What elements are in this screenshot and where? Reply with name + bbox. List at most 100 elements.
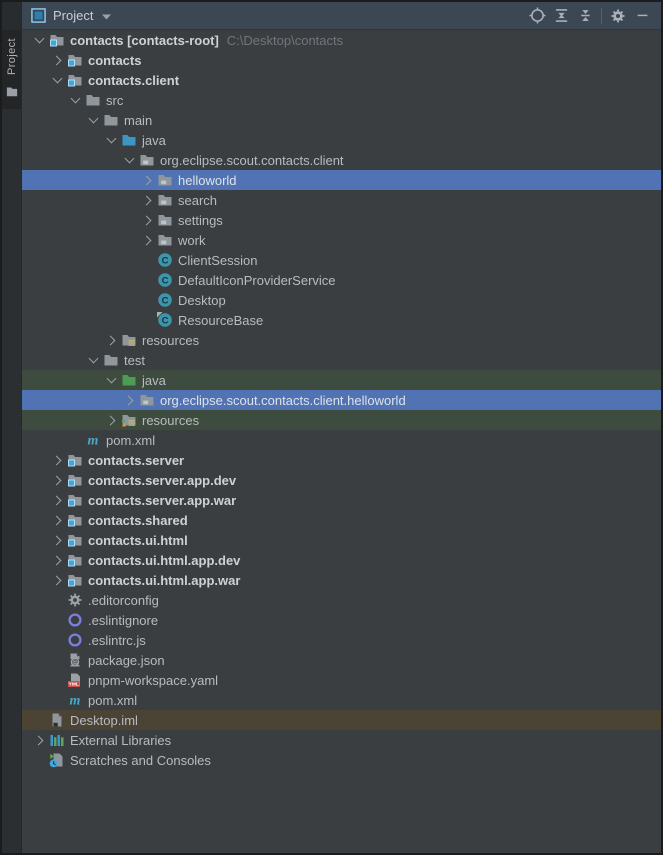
module-folder-icon <box>66 552 83 568</box>
tree-row[interactable]: contacts.client <box>22 70 661 90</box>
tree-item-label: settings <box>178 212 223 228</box>
tree-row[interactable]: {@} package.json <box>22 650 661 670</box>
tree-row[interactable]: java <box>22 370 661 390</box>
settings-gear-icon[interactable] <box>606 5 630 27</box>
tree-row[interactable]: contacts.server <box>22 450 661 470</box>
tree-row[interactable]: java <box>22 130 661 150</box>
tree-row[interactable]: resources <box>22 330 661 350</box>
chevron-down-icon[interactable] <box>102 370 120 390</box>
tree-row[interactable]: m pom.xml <box>22 690 661 710</box>
package-icon <box>138 392 155 408</box>
resources-folder-icon <box>120 332 137 348</box>
tree-row[interactable]: org.eclipse.scout.contacts.client <box>22 150 661 170</box>
tree-item-label: resources <box>142 332 200 348</box>
tree-item-label: contacts.ui.html <box>88 532 188 548</box>
chevron-right-icon[interactable] <box>48 570 66 590</box>
chevron-down-icon[interactable] <box>84 110 102 130</box>
tree-row[interactable]: Scratches and Consoles <box>22 750 661 770</box>
toolwindow-title[interactable]: Project <box>53 8 94 23</box>
module-folder-icon <box>66 532 83 548</box>
chevron-right-icon[interactable] <box>48 450 66 470</box>
tree-row[interactable]: Desktop.iml <box>22 710 661 730</box>
chevron-right-icon[interactable] <box>138 210 156 230</box>
project-tree[interactable]: contacts [contacts-root]C:\Desktop\conta… <box>22 30 661 853</box>
tree-row[interactable]: src <box>22 90 661 110</box>
tree-row[interactable]: test <box>22 350 661 370</box>
chevron-right-icon[interactable] <box>48 490 66 510</box>
package-icon <box>156 172 173 188</box>
tree-item-path: C:\Desktop\contacts <box>226 32 344 48</box>
chevron-right-icon[interactable] <box>138 190 156 210</box>
collapse-all-icon[interactable] <box>573 5 597 27</box>
tree-item-label: java <box>142 132 166 148</box>
tree-item-label: pnpm-workspace.yaml <box>88 672 219 688</box>
tree-row[interactable]: contacts.ui.html <box>22 530 661 550</box>
chevron-spacer <box>138 310 156 330</box>
tree-item-label: test <box>124 352 145 368</box>
tree-row[interactable]: contacts <box>22 50 661 70</box>
tree-row[interactable]: search <box>22 190 661 210</box>
class-icon: C <box>156 292 173 308</box>
class-marked-icon: C <box>156 312 173 328</box>
tree-item-label: java <box>142 372 166 388</box>
chevron-right-icon[interactable] <box>30 730 48 750</box>
chevron-right-icon[interactable] <box>48 50 66 70</box>
chevron-right-icon[interactable] <box>48 470 66 490</box>
hide-icon[interactable] <box>630 5 654 27</box>
tree-row[interactable]: org.eclipse.scout.contacts.client.hellow… <box>22 390 661 410</box>
svg-text:m: m <box>69 694 80 708</box>
json-file-icon: {@} <box>66 652 83 668</box>
library-icon <box>48 732 65 748</box>
expand-all-icon[interactable] <box>549 5 573 27</box>
chevron-right-icon[interactable] <box>102 330 120 350</box>
toolwindow-main: Project contacts [contacts-root]C:\Deskt… <box>22 2 661 853</box>
tree-row[interactable]: helloworld <box>22 170 661 190</box>
locate-icon[interactable] <box>525 5 549 27</box>
tree-row[interactable]: .eslintignore <box>22 610 661 630</box>
chevron-down-icon[interactable] <box>30 30 48 50</box>
tree-row[interactable]: External Libraries <box>22 730 661 750</box>
tree-row[interactable]: main <box>22 110 661 130</box>
chevron-right-icon[interactable] <box>120 390 138 410</box>
dropdown-caret-icon[interactable] <box>102 14 112 20</box>
tree-row[interactable]: settings <box>22 210 661 230</box>
chevron-down-icon[interactable] <box>102 130 120 150</box>
tree-item-label: contacts.client <box>88 72 180 88</box>
chevron-right-icon[interactable] <box>102 410 120 430</box>
chevron-right-icon[interactable] <box>138 170 156 190</box>
tree-row[interactable]: contacts.server.app.war <box>22 490 661 510</box>
chevron-down-icon[interactable] <box>84 350 102 370</box>
tree-row[interactable]: contacts.shared <box>22 510 661 530</box>
tree-row[interactable]: resources <box>22 410 661 430</box>
tree-row[interactable]: contacts.ui.html.app.dev <box>22 550 661 570</box>
chevron-down-icon[interactable] <box>120 150 138 170</box>
tree-row[interactable]: contacts [contacts-root]C:\Desktop\conta… <box>22 30 661 50</box>
tree-row[interactable]: contacts.server.app.dev <box>22 470 661 490</box>
svg-text:C: C <box>161 275 168 286</box>
chevron-spacer <box>48 690 66 710</box>
chevron-down-icon[interactable] <box>66 90 84 110</box>
package-icon <box>138 152 155 168</box>
chevron-right-icon[interactable] <box>48 530 66 550</box>
tree-row[interactable]: .eslintrc.js <box>22 630 661 650</box>
tree-item-label: pom.xml <box>88 692 138 708</box>
chevron-right-icon[interactable] <box>48 550 66 570</box>
stripe-tab-project[interactable]: Project <box>2 30 21 110</box>
stripe-tab-label: Project <box>5 38 18 76</box>
chevron-down-icon[interactable] <box>48 70 66 90</box>
chevron-right-icon[interactable] <box>138 230 156 250</box>
tree-row[interactable]: contacts.ui.html.app.war <box>22 570 661 590</box>
chevron-right-icon[interactable] <box>48 510 66 530</box>
chevron-spacer <box>48 590 66 610</box>
tree-row[interactable]: .editorconfig <box>22 590 661 610</box>
folder-icon <box>6 84 18 102</box>
tree-row[interactable]: work <box>22 230 661 250</box>
tree-item-label: contacts <box>88 52 142 68</box>
tree-item-label: package.json <box>88 652 165 668</box>
